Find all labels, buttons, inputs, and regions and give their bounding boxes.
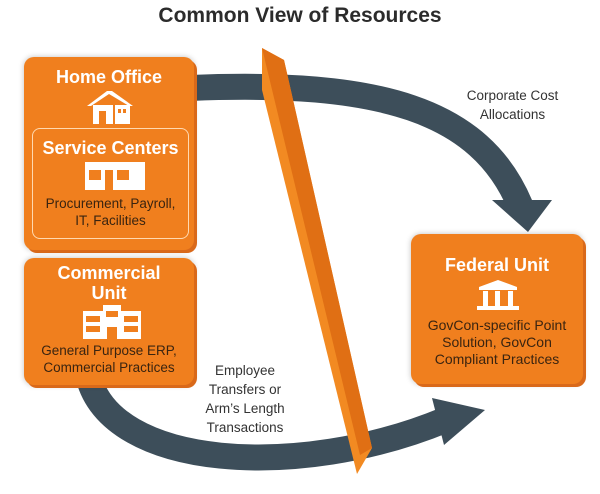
service-centers-box: Service Centers Procurement, Payroll, IT… <box>32 128 189 239</box>
text-line: GovCon-specific Point <box>427 317 567 333</box>
label-line: Transactions <box>206 420 284 435</box>
dividing-wall-edge <box>262 48 372 455</box>
heading-line: Unit <box>91 283 127 303</box>
text-line: Compliant Practices <box>434 351 560 367</box>
commercial-unit-box: Commercial Unit General Purpose ERP, Com… <box>24 258 194 385</box>
text-line: General Purpose ERP, <box>41 343 177 358</box>
government-building-icon <box>477 280 519 310</box>
text-line: Solution, GovCon <box>442 334 552 350</box>
office-building-icon <box>83 305 141 339</box>
text-line: Procurement, Payroll, <box>45 196 176 211</box>
bottom-arrow <box>75 371 450 471</box>
home-office-heading: Home Office <box>55 67 163 87</box>
federal-unit-heading: Federal Unit <box>444 255 550 275</box>
label-line: Employee <box>214 363 276 378</box>
label-line: Allocations <box>479 107 546 122</box>
service-centers-heading: Service Centers <box>42 138 179 158</box>
employee-transfers-label: Employee Transfers or Arm’s Length Trans… <box>185 361 305 437</box>
home-office-box: Home Office Service Centers Procurement,… <box>24 57 194 250</box>
text-line: IT, Facilities <box>75 213 146 228</box>
text-line: Commercial Practices <box>43 360 175 375</box>
corporate-cost-allocations-label: Corporate Cost Allocations <box>445 86 580 124</box>
heading-line: Commercial <box>57 263 161 283</box>
top-arrowhead <box>492 200 552 232</box>
commercial-unit-text: General Purpose ERP, Commercial Practice… <box>24 342 194 376</box>
label-line: Corporate Cost <box>466 88 559 103</box>
service-centers-text: Procurement, Payroll, IT, Facilities <box>33 195 188 229</box>
label-line: Transfers or <box>208 382 282 397</box>
bottom-arrowhead <box>432 398 485 445</box>
federal-unit-box: Federal Unit GovCon-specific Point Solut… <box>411 234 583 384</box>
commercial-unit-heading: Commercial Unit <box>24 263 194 303</box>
house-icon <box>87 91 133 124</box>
page-title: Common View of Resources <box>158 4 442 27</box>
top-arrow <box>189 73 532 211</box>
federal-unit-text: GovCon-specific Point Solution, GovCon C… <box>411 317 583 368</box>
storefront-icon <box>85 162 145 190</box>
label-line: Arm’s Length <box>205 401 285 416</box>
